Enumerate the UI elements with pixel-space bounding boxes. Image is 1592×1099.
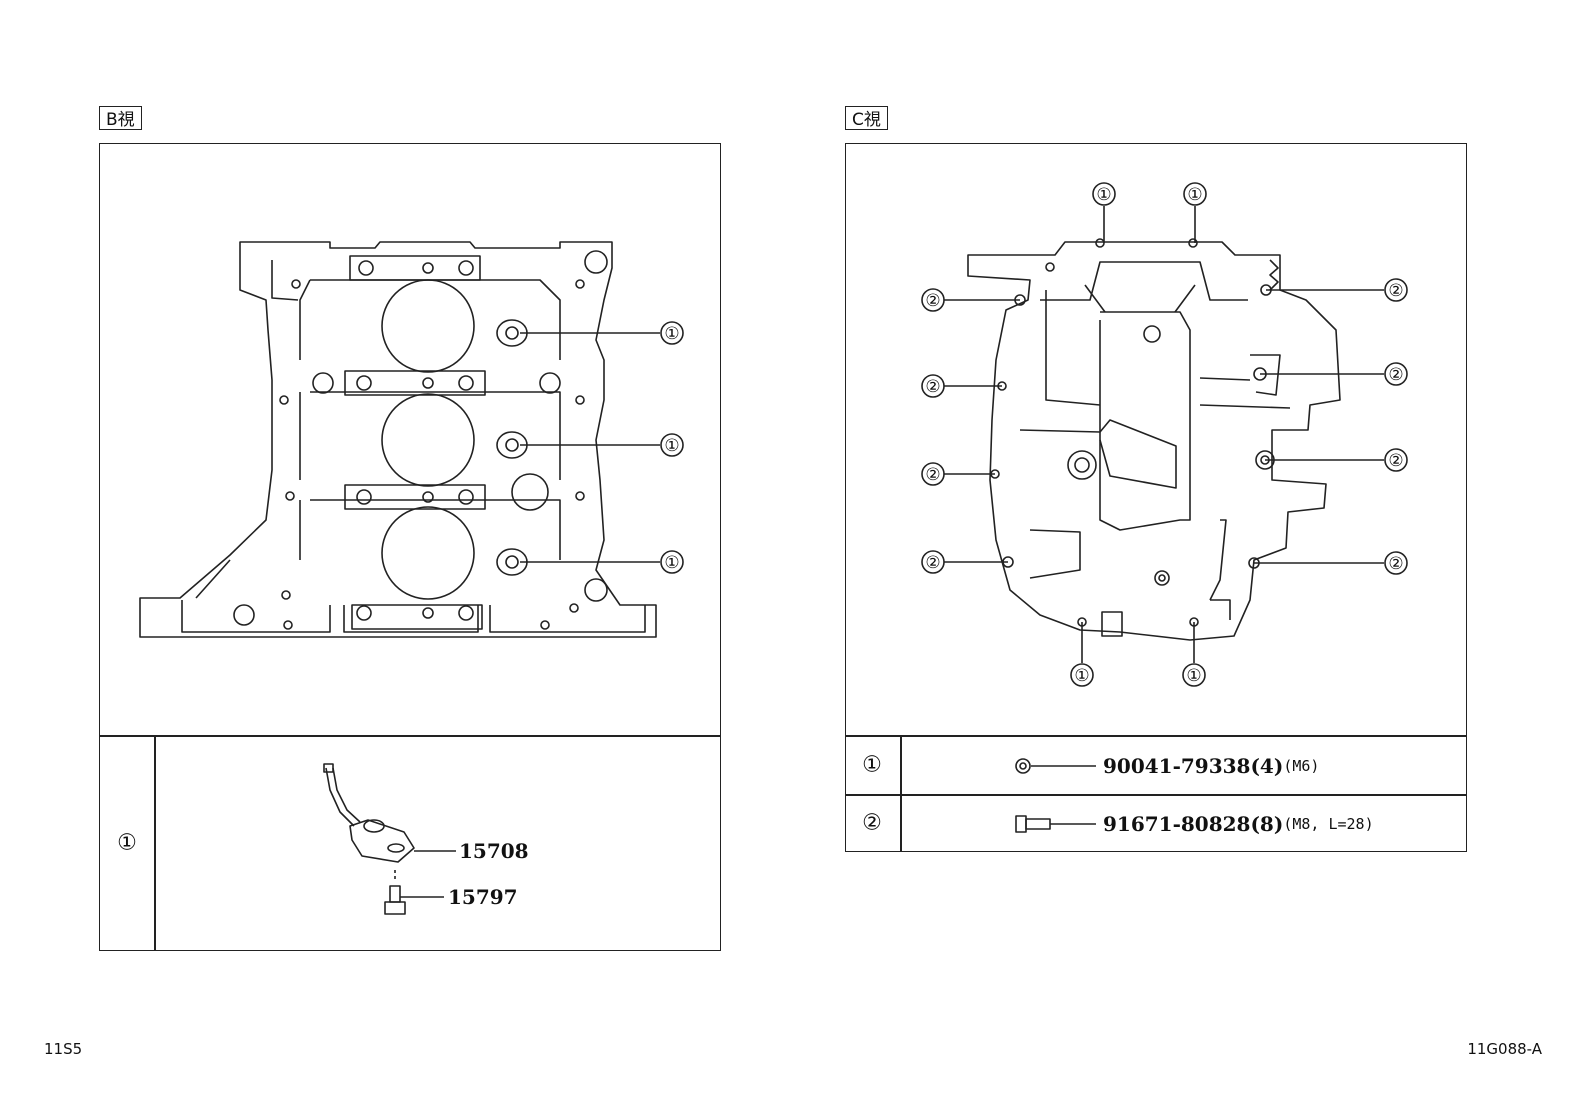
cylinder-block-drawing	[139, 241, 657, 638]
flange-nut-icon	[1015, 758, 1096, 774]
part-number-15708[interactable]: 15708	[459, 839, 529, 863]
callout-c-top-1: ①	[1096, 185, 1111, 205]
part-number-1[interactable]: 90041-79338	[1103, 754, 1250, 778]
part-spec-2: (M8, L=28)	[1283, 815, 1373, 833]
view-c-legend-key-divider	[900, 735, 902, 852]
bolt-illustration	[384, 870, 444, 915]
part-row-2[interactable]: 91671-80828(8)(M8, L=28)	[1103, 812, 1374, 836]
part-qty-1: (4)	[1250, 754, 1283, 778]
footer-right-code: 11G088-A	[1467, 1040, 1542, 1058]
footer-left-code: 11S5	[44, 1040, 83, 1058]
legend-c-key-2: ②	[862, 811, 882, 836]
part-qty-2: (8)	[1250, 812, 1283, 836]
view-b-legend-divider	[99, 735, 721, 737]
callout-circle	[660, 550, 684, 574]
callout-b-1: ①	[664, 324, 679, 344]
view-b-label: B視	[99, 106, 142, 130]
callout-c-right-4: ②	[1388, 554, 1403, 574]
flange-bolt-icon	[1015, 815, 1096, 833]
view-c-panel	[845, 143, 1467, 852]
callout-c-left-1: ②	[925, 291, 940, 311]
view-c-label: C視	[845, 106, 888, 130]
view-c-legend-divider-2	[845, 794, 1467, 796]
callout-circle	[660, 321, 684, 345]
part-number-2[interactable]: 91671-80828	[1103, 812, 1250, 836]
callout-c-bottom-2: ①	[1186, 666, 1201, 686]
view-b-panel	[99, 143, 721, 951]
oil-jet-boss	[496, 319, 528, 576]
view-c-legend-divider-1	[845, 735, 1467, 737]
callout-c-left-4: ②	[925, 553, 940, 573]
callout-c-left-2: ②	[925, 377, 940, 397]
callout-circle	[660, 433, 684, 457]
view-b-legend-key-divider	[154, 735, 156, 951]
legend-b-key: ①	[117, 831, 137, 856]
legend-c-key-1: ①	[862, 753, 882, 778]
oil-jet-illustration	[323, 763, 456, 863]
callout-b-3: ①	[664, 553, 679, 573]
callout-c-left-3: ②	[925, 465, 940, 485]
callout-c-right-3: ②	[1388, 451, 1403, 471]
callout-c-top-2: ①	[1187, 185, 1202, 205]
part-row-1[interactable]: 90041-79338(4)(M6)	[1103, 754, 1319, 778]
block-bottom-drawing	[967, 238, 1341, 641]
callout-c-right-1: ②	[1388, 281, 1403, 301]
part-number-15797[interactable]: 15797	[448, 885, 518, 909]
part-spec-1: (M6)	[1283, 757, 1319, 775]
callout-c-right-2: ②	[1388, 365, 1403, 385]
callout-b-2: ①	[664, 436, 679, 456]
callout-c-bottom-1: ①	[1074, 666, 1089, 686]
